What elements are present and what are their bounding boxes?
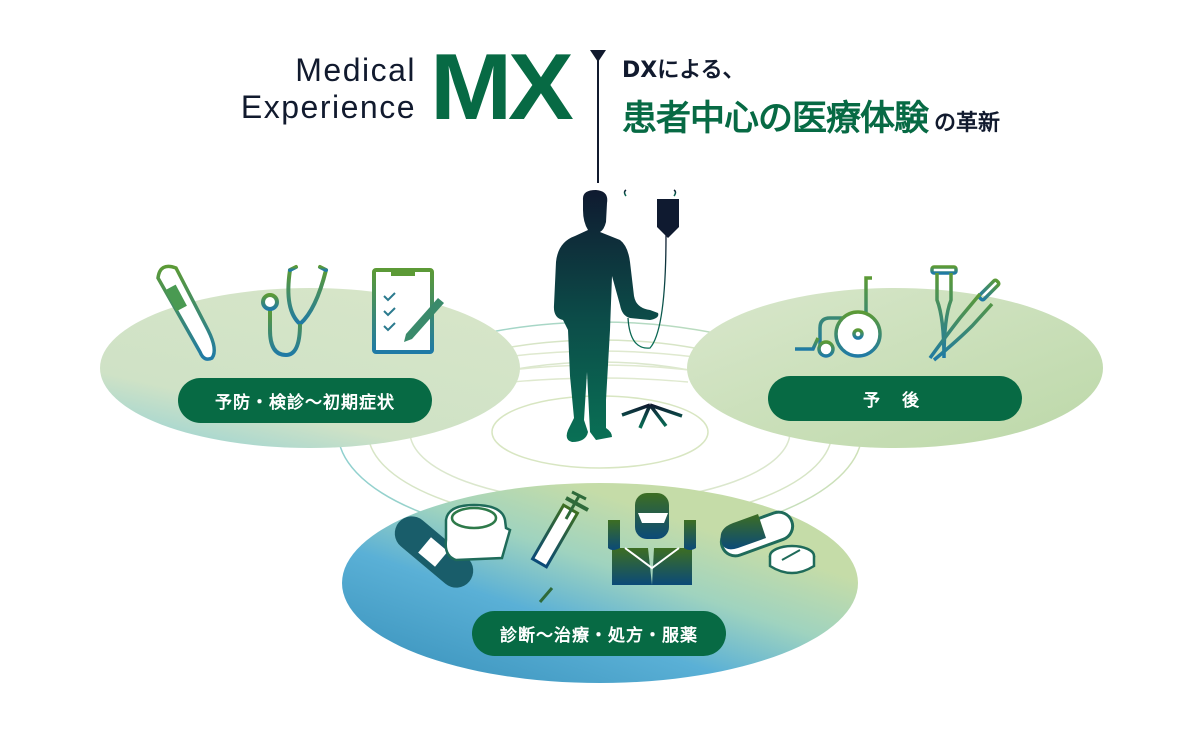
thermometer-icon xyxy=(156,264,216,361)
pills-icon xyxy=(719,510,816,575)
stage-oval-prognosis xyxy=(687,288,1103,448)
subtitle-dx: DXによる、 xyxy=(622,58,745,83)
iv-stand-icon xyxy=(621,189,683,429)
subtitle-rest: の革新 xyxy=(934,111,1001,136)
syringe-icon xyxy=(530,490,589,603)
stage-label-prognosis: 予 後 xyxy=(768,376,1022,421)
title-line-2: Experience xyxy=(240,89,416,125)
title-medical-experience: Medical Experience xyxy=(190,52,416,126)
bandage-icon xyxy=(394,516,474,588)
wheelchair-icon xyxy=(795,276,882,358)
stage-label-prevention: 予防・検診〜初期症状 xyxy=(178,378,432,423)
gauze-roll-icon xyxy=(444,503,512,562)
title-mx-abbr: MX xyxy=(430,34,574,139)
stethoscope-icon xyxy=(261,265,328,358)
crutches-icon xyxy=(928,265,1001,362)
title-line-1: Medical xyxy=(295,52,416,88)
clipboard-checklist-icon xyxy=(372,268,444,354)
surgeon-icon xyxy=(608,493,696,585)
stage-label-treatment: 診断〜治療・処方・服薬 xyxy=(472,611,726,656)
patient-silhouette-icon xyxy=(553,190,659,442)
subtitle-main: 患者中心の医療体験の革新 xyxy=(622,90,1000,141)
subtitle-highlight: 患者中心の医療体験 xyxy=(622,99,929,139)
title-connector xyxy=(590,50,606,183)
iv-bag-icon xyxy=(657,199,679,227)
